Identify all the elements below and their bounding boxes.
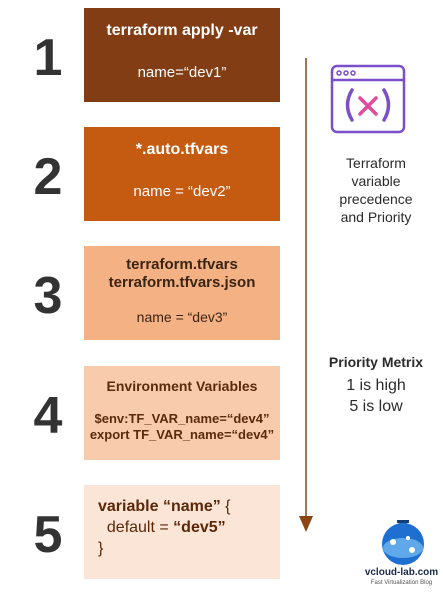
flask-icon	[382, 520, 424, 565]
variable-window-icon	[330, 64, 406, 134]
level-3-box: terraform.tfvars terraform.tfvars.json n…	[84, 246, 280, 340]
level-2-title: *.auto.tfvars	[135, 141, 229, 158]
level-5-box: variable “name” { default = “dev5” }	[84, 485, 280, 579]
priority-number-3: 3	[33, 267, 63, 325]
level-1-box: terraform apply -var name=“dev1”	[84, 8, 280, 102]
priority-number-2: 2	[33, 148, 63, 206]
code-open-brace: {	[220, 498, 231, 515]
code-default-value: “dev5”	[173, 519, 226, 536]
level-3-title-line1: terraform.tfvars	[126, 256, 238, 273]
priority-number-5: 5	[33, 506, 63, 564]
level-4-line1: $env:TF_VAR_name=“dev4”	[94, 411, 270, 426]
priority-number-1: 1	[33, 29, 63, 87]
code-var-name: “name”	[162, 498, 221, 515]
arrow-head	[299, 516, 313, 532]
priority-legend: 1 is high 5 is low	[318, 375, 434, 417]
level-3-value: name = “dev3”	[136, 309, 228, 325]
caption-line-1: Terraform	[346, 155, 406, 171]
priority-low: 5 is low	[349, 398, 403, 415]
caption-line-3: precedence	[339, 191, 413, 207]
level-2-value: name = “dev2”	[133, 183, 231, 200]
vcloud-lab-logo: vcloud-lab.com Fast Virtualization Blog	[360, 518, 443, 594]
level-4-title: Environment Variables	[106, 378, 258, 394]
priority-high: 1 is high	[346, 377, 406, 394]
logo-name: vcloud-lab.com	[364, 567, 439, 578]
level-5-code: variable “name” { default = “dev5” }	[84, 485, 280, 559]
logo-tagline: Fast Virtualization Blog	[370, 580, 433, 586]
level-2-box: *.auto.tfvars name = “dev2”	[84, 127, 280, 221]
caption-line-4: and Priority	[340, 209, 412, 225]
priority-number-4: 4	[33, 387, 63, 445]
sidebar-caption: Terraform variable precedence and Priori…	[318, 154, 434, 226]
level-3-title-line2: terraform.tfvars.json	[108, 274, 256, 291]
caption-line-2: variable	[351, 173, 401, 189]
level-1-value: name=“dev1”	[137, 64, 227, 81]
priority-title: Priority Metrix	[328, 354, 424, 370]
level-1-title: terraform apply -var	[106, 22, 258, 39]
level-4-box: Environment Variables $env:TF_VAR_name=“…	[84, 366, 280, 460]
code-keyword: variable	[98, 498, 163, 515]
level-4-line2: export TF_VAR_name=“dev4”	[89, 427, 275, 442]
code-close-brace: }	[98, 540, 104, 557]
priority-arrow	[299, 58, 313, 532]
code-default-label: default =	[98, 519, 174, 536]
